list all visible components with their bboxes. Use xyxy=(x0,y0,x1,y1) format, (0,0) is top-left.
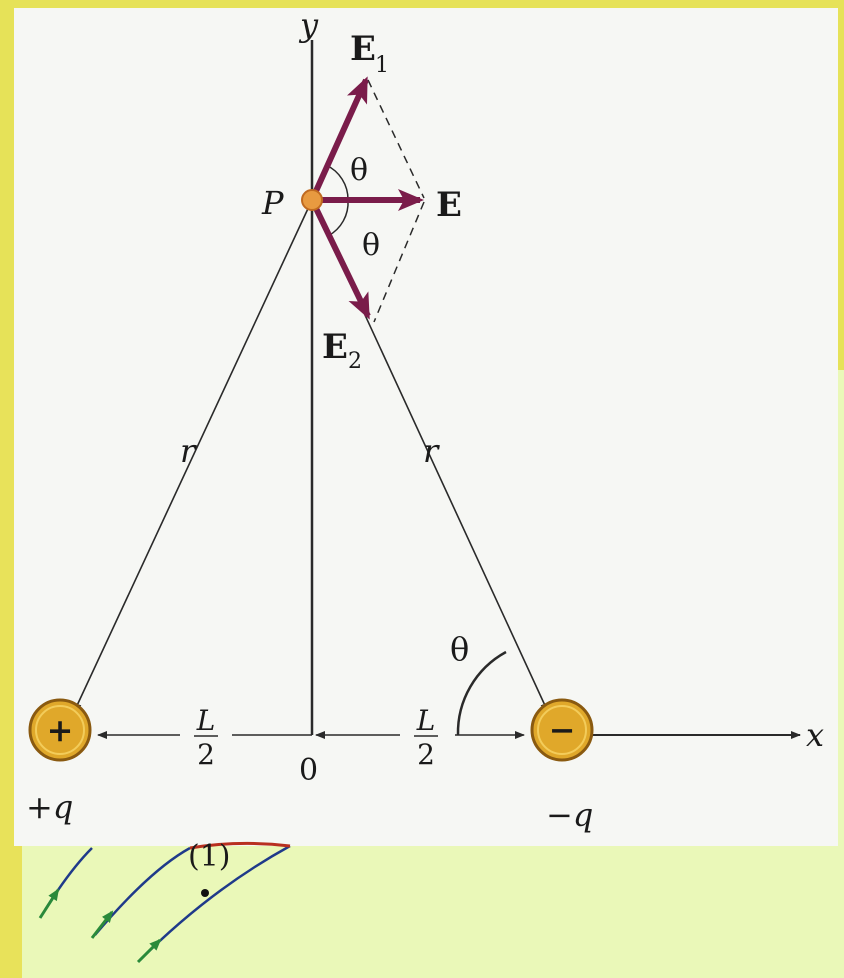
negative-charge-label: −q xyxy=(546,796,593,834)
e1-label: E xyxy=(350,29,376,69)
e1-subscript: 1 xyxy=(375,53,389,78)
e-label: E xyxy=(436,185,462,225)
positive-charge xyxy=(28,698,92,762)
half-length-left-denominator: 2 xyxy=(197,738,215,771)
point-p-label: P xyxy=(261,184,284,222)
figure-panel xyxy=(14,8,838,846)
origin-label: 0 xyxy=(299,753,318,788)
positive-charge-symbol: + xyxy=(47,711,74,749)
angle-label-lower: θ xyxy=(362,228,380,263)
positive-charge-label: +q xyxy=(26,788,73,826)
dashed-construction-lower xyxy=(373,201,425,323)
field-line-fragment xyxy=(38,841,291,964)
dashed-construction-upper xyxy=(367,79,425,199)
e2-subscript: 2 xyxy=(348,349,362,374)
r-label-left: r xyxy=(180,432,197,470)
e2-label: E xyxy=(322,327,348,367)
angle-arc-bottom xyxy=(456,650,507,736)
half-length-right-denominator: 2 xyxy=(417,738,435,771)
vector-e1 xyxy=(309,76,369,202)
y-axis-label: y xyxy=(298,6,319,44)
r-label-right: r xyxy=(423,432,440,470)
negative-charge-symbol: − xyxy=(549,711,576,749)
negative-charge xyxy=(530,698,594,762)
point-p-dot xyxy=(301,189,323,211)
vector-e2 xyxy=(309,198,371,320)
r-line-left xyxy=(73,199,313,713)
fragment-label: (1) xyxy=(188,839,231,874)
x-axis-label: x xyxy=(806,716,824,754)
angle-label-upper: θ xyxy=(350,153,368,188)
half-length-right-numerator: L xyxy=(416,704,436,737)
half-length-left-numerator: L xyxy=(196,704,216,737)
angle-label-bottom: θ xyxy=(450,630,469,668)
